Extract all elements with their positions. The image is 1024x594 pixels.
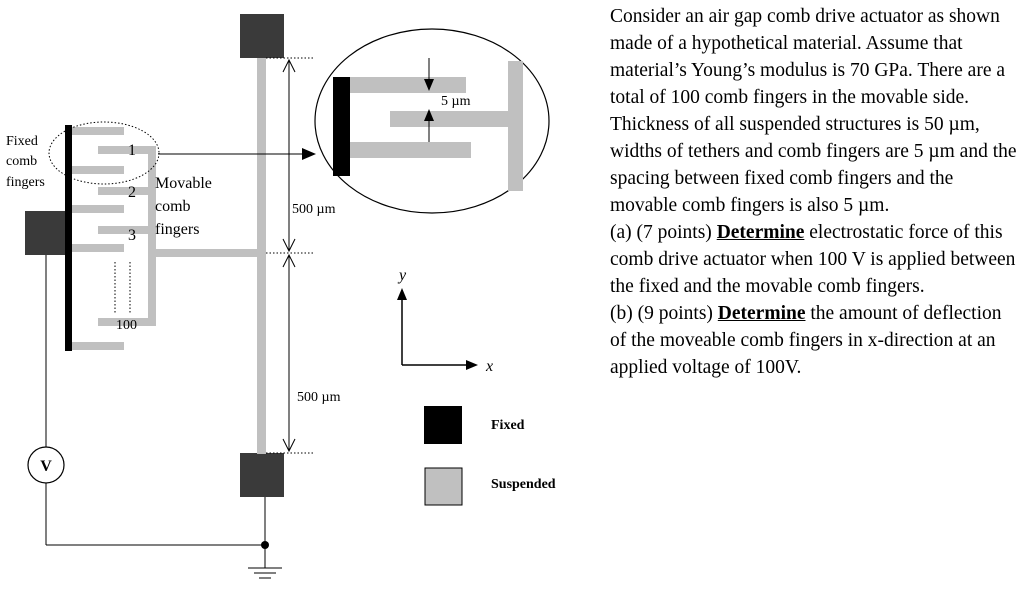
connector-beam xyxy=(150,249,260,257)
arrow-head xyxy=(282,438,296,453)
part-b-text: the amount of deflection of the moveable… xyxy=(610,303,1002,378)
arrow-head xyxy=(424,109,434,121)
arrow-head xyxy=(302,148,316,160)
fixed-electrode xyxy=(65,125,72,351)
detail-ellipse xyxy=(48,121,160,185)
voltmeter-label: V xyxy=(40,458,52,475)
finger-number: 1 xyxy=(128,142,136,159)
detail-movable-finger xyxy=(390,111,510,127)
dim-upper-label: 500 µm xyxy=(292,202,336,217)
x-axis-label: x xyxy=(485,358,493,375)
detail-fixed-electrode xyxy=(333,77,350,176)
arrow-head xyxy=(466,360,478,370)
comb-drive-diagram: Fixed comb fingers Movable comb fingers … xyxy=(6,14,556,579)
arrow-head xyxy=(282,253,296,268)
problem-part-b: (b) (9 points) Determine the amount of d… xyxy=(610,300,1020,381)
finger-number: 3 xyxy=(128,227,136,244)
part-b-prefix: (b) (9 points) xyxy=(610,303,718,324)
finger-number: 2 xyxy=(128,184,136,201)
part-a-keyword: Determine xyxy=(716,222,805,243)
legend-label-suspended: Suspended xyxy=(491,477,556,492)
top-anchor xyxy=(240,14,284,58)
ground-icon xyxy=(248,567,282,579)
problem-intro: Consider an air gap comb drive actuator … xyxy=(610,6,1017,216)
fixed-finger xyxy=(70,166,124,174)
movable-finger xyxy=(98,187,150,195)
gap-label: 5 µm xyxy=(441,94,471,109)
finger-number: 100 xyxy=(116,318,137,333)
detail-fixed-finger xyxy=(350,142,471,158)
legend-label-fixed: Fixed xyxy=(491,418,525,433)
problem-part-a: (a) (7 points) Determine electrostatic f… xyxy=(610,219,1020,300)
movable-comb-spine xyxy=(148,146,156,326)
left-anchor xyxy=(25,211,67,255)
fixed-finger xyxy=(70,205,124,213)
arrow-head xyxy=(282,58,296,73)
movable-fingers-label: Movable comb fingers xyxy=(155,175,216,238)
bottom-anchor xyxy=(240,453,284,497)
movable-finger xyxy=(98,146,150,154)
part-b-keyword: Determine xyxy=(717,303,806,324)
arrow-head xyxy=(397,288,407,300)
fixed-finger xyxy=(70,244,124,252)
detail-movable-spine xyxy=(508,61,523,191)
arrow-head xyxy=(282,238,296,253)
legend-swatch-suspended xyxy=(424,467,463,506)
fixed-fingers-label: Fixed comb fingers xyxy=(6,134,45,190)
detail-fixed-finger xyxy=(350,77,466,93)
movable-finger xyxy=(98,226,150,234)
dim-lower-label: 500 µm xyxy=(297,390,341,405)
detail-circle xyxy=(314,28,550,214)
legend-swatch-fixed xyxy=(424,406,462,444)
wire-junction xyxy=(261,541,269,549)
tether-beam xyxy=(257,58,266,454)
y-axis-label: y xyxy=(397,267,407,284)
part-a-prefix: (a) (7 points) xyxy=(610,222,717,243)
problem-text: Consider an air gap comb drive actuator … xyxy=(610,3,1020,381)
movable-finger xyxy=(98,318,150,326)
fixed-finger xyxy=(70,342,124,350)
part-a-text: electrostatic force of this comb drive a… xyxy=(610,222,1016,297)
fixed-finger xyxy=(70,127,124,135)
arrow-head xyxy=(424,79,434,91)
